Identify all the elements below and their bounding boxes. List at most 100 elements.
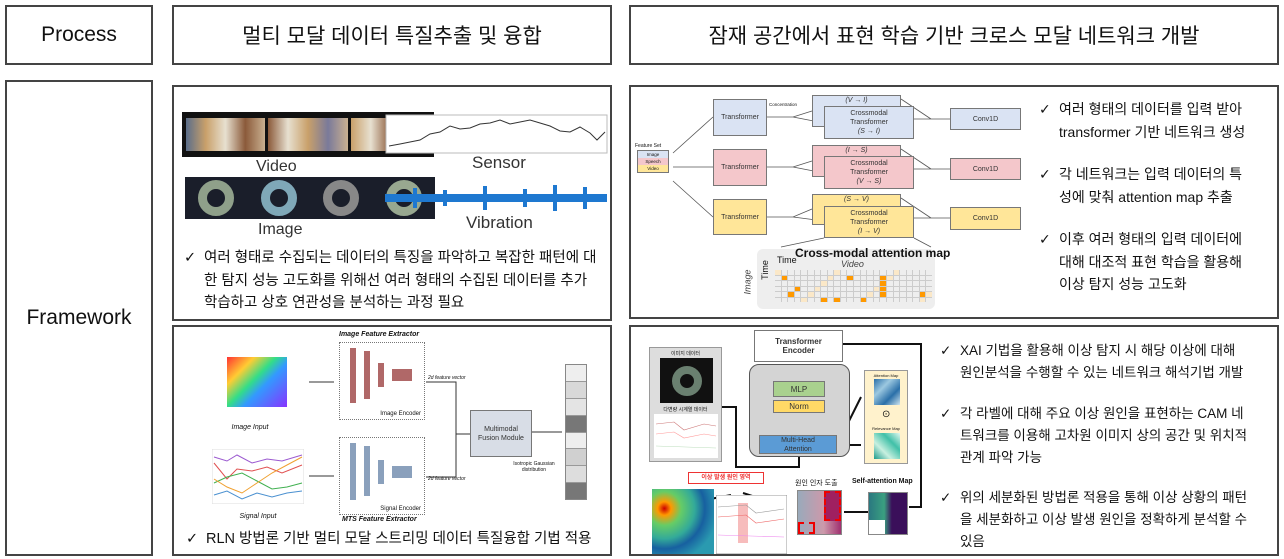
attention-cell xyxy=(886,281,893,286)
attention-cell xyxy=(906,270,913,275)
attention-cell xyxy=(854,281,860,286)
attention-cell xyxy=(821,281,827,286)
image-input-heatmap xyxy=(227,357,287,407)
attention-cell xyxy=(893,275,900,280)
attention-cell xyxy=(827,286,834,291)
maps-panel: Attention Map ⊙ Relevance Map xyxy=(864,370,908,464)
crossmodal-front: Crossmodal Transformer(I → V) xyxy=(824,206,914,238)
attention-cell xyxy=(913,292,919,297)
mts-feature-extractor: Signal Encoder xyxy=(339,437,425,515)
feature-set-item: Image xyxy=(638,151,668,158)
column-header-crossmodal: 잠재 공간에서 표현 학습 기반 크로스 모달 네트워크 개발 xyxy=(629,5,1279,65)
attention-cell xyxy=(781,270,788,275)
attention-cell xyxy=(919,297,926,302)
attention-cell xyxy=(834,292,840,297)
image-feature-extractor: Image Encoder xyxy=(339,342,425,420)
time-label: Time xyxy=(777,255,797,265)
attention-cell xyxy=(880,286,886,291)
network-connectors xyxy=(672,98,950,248)
attention-cell xyxy=(775,286,781,291)
attention-cell xyxy=(794,270,801,275)
attention-cell xyxy=(906,292,913,297)
attention-cell xyxy=(867,286,873,291)
check-icon: ✓ xyxy=(1039,231,1051,247)
attention-cell xyxy=(893,297,900,302)
image-encoder-label: Image Encoder xyxy=(380,411,421,417)
attention-cell xyxy=(867,292,873,297)
relevance-map-label: Relevance Map xyxy=(872,426,900,431)
attention-cell xyxy=(834,275,840,280)
part-image xyxy=(660,358,713,403)
attention-map-label: Attention Map xyxy=(873,373,899,378)
transformer-video: Transformer xyxy=(713,199,767,235)
crossmodal-direction: (V → S) xyxy=(856,178,882,185)
attention-cell xyxy=(913,281,919,286)
feature-set: Image Speech Video xyxy=(637,150,669,173)
anomaly-heatmap xyxy=(652,489,714,554)
sensor-chart xyxy=(385,114,608,154)
attention-cell xyxy=(900,275,906,280)
crossmodal-front: Crossmodal Transformer (V → S) xyxy=(824,156,914,189)
attention-cell xyxy=(860,281,867,286)
attention-cell xyxy=(867,275,873,280)
attention-cell xyxy=(814,270,821,275)
crossmodal-label: Crossmodal Transformer xyxy=(850,160,888,176)
feature-set-item: Video xyxy=(638,165,668,172)
check-icon: ✓ xyxy=(940,406,952,421)
attention-cell xyxy=(867,297,873,302)
attention-cell xyxy=(840,270,847,275)
attention-cell xyxy=(886,292,893,297)
attention-cell xyxy=(788,286,794,291)
bullet-line: 학습하고 상호 연관성을 분석하는 과정 필요 xyxy=(204,295,465,311)
attention-cell xyxy=(840,286,847,291)
attention-cell xyxy=(880,281,886,286)
attention-cell xyxy=(906,297,913,302)
attention-cell xyxy=(775,281,781,286)
column-header-fusion: 멀티 모달 데이터 특질추출 및 융합 xyxy=(172,5,612,65)
attention-cell xyxy=(873,286,880,291)
attention-cell xyxy=(834,286,840,291)
attention-cell xyxy=(827,275,834,280)
check-icon: ✓ xyxy=(186,531,199,547)
image-label: Image xyxy=(258,221,303,238)
attention-cell xyxy=(886,297,893,302)
attention-grid xyxy=(775,270,932,302)
bullet-line: 대해 대조적 표현 학습을 활용해 xyxy=(1059,253,1242,270)
concentration-label: Concentration xyxy=(769,102,798,107)
crossmodal-front: Crossmodal Transformer(S → I) xyxy=(824,106,914,139)
attention-cell xyxy=(775,292,781,297)
attention-cell xyxy=(781,292,788,297)
attention-cell xyxy=(801,275,807,280)
attention-cell xyxy=(807,292,814,297)
attention-cell xyxy=(814,275,821,280)
attention-cell xyxy=(827,297,834,302)
attention-cell xyxy=(847,275,853,280)
attention-cell xyxy=(860,270,867,275)
attention-cell xyxy=(781,297,788,302)
attention-cell xyxy=(900,292,906,297)
anomaly-timeseries xyxy=(716,495,787,554)
bullets-tr: ✓여러 형태의 데이터를 입력 받아 transformer 기반 네트워크 생… xyxy=(1039,98,1245,296)
crossmodal-direction: (S → I) xyxy=(857,128,881,135)
cause-matrix xyxy=(797,490,842,535)
bullet-line: 을 세분화하고 이상 발생 원인을 정확하게 분석할 수 xyxy=(960,512,1248,527)
attention-cell xyxy=(807,275,814,280)
attention-cell xyxy=(821,292,827,297)
fusion-module: Multimodal Fusion Module xyxy=(470,410,532,457)
attention-cell xyxy=(834,297,840,302)
conv1d-video: Conv1D xyxy=(950,207,1021,230)
attention-cell xyxy=(840,297,847,302)
crossmodal-direction: (I → V) xyxy=(857,227,881,235)
attention-cell xyxy=(919,275,926,280)
attention-cell xyxy=(900,286,906,291)
anomaly-region-label: 이상 발생 원인 영역 xyxy=(688,472,764,484)
attention-cell xyxy=(880,292,886,297)
check-icon: ✓ xyxy=(184,250,197,266)
attention-cell xyxy=(873,270,880,275)
framework-label: Framework xyxy=(5,80,153,556)
attention-cell xyxy=(926,270,932,275)
transformer-encoder-title: Transformer Encoder xyxy=(754,330,843,362)
attention-cell xyxy=(906,281,913,286)
attention-cell xyxy=(814,292,821,297)
attention-cell xyxy=(814,281,821,286)
